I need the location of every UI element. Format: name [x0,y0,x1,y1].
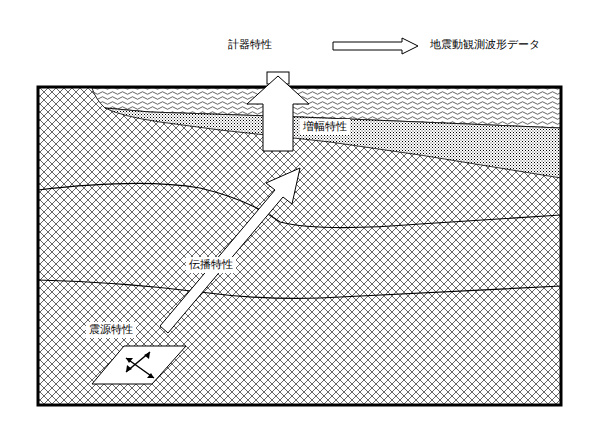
instrument-label: 計器特性 [228,38,272,52]
source-label: 震源特性 [86,322,136,338]
ground-block [38,87,561,405]
layer-boundary [38,280,561,298]
propagation-arrow [160,168,300,333]
slip-arrowheads [126,352,154,378]
slip-arrows [126,352,154,378]
layer-boundary [38,183,561,227]
ground-border [38,87,561,405]
amplification-arrow [247,76,309,151]
output-label: 地震動観測波形データ [430,38,540,52]
fault-plane [92,346,186,384]
output-arrow [333,38,418,54]
sediment-layer [105,108,561,178]
amplification-label: 増幅特性 [300,119,350,135]
propagation-label: 伝播特性 [186,257,236,273]
